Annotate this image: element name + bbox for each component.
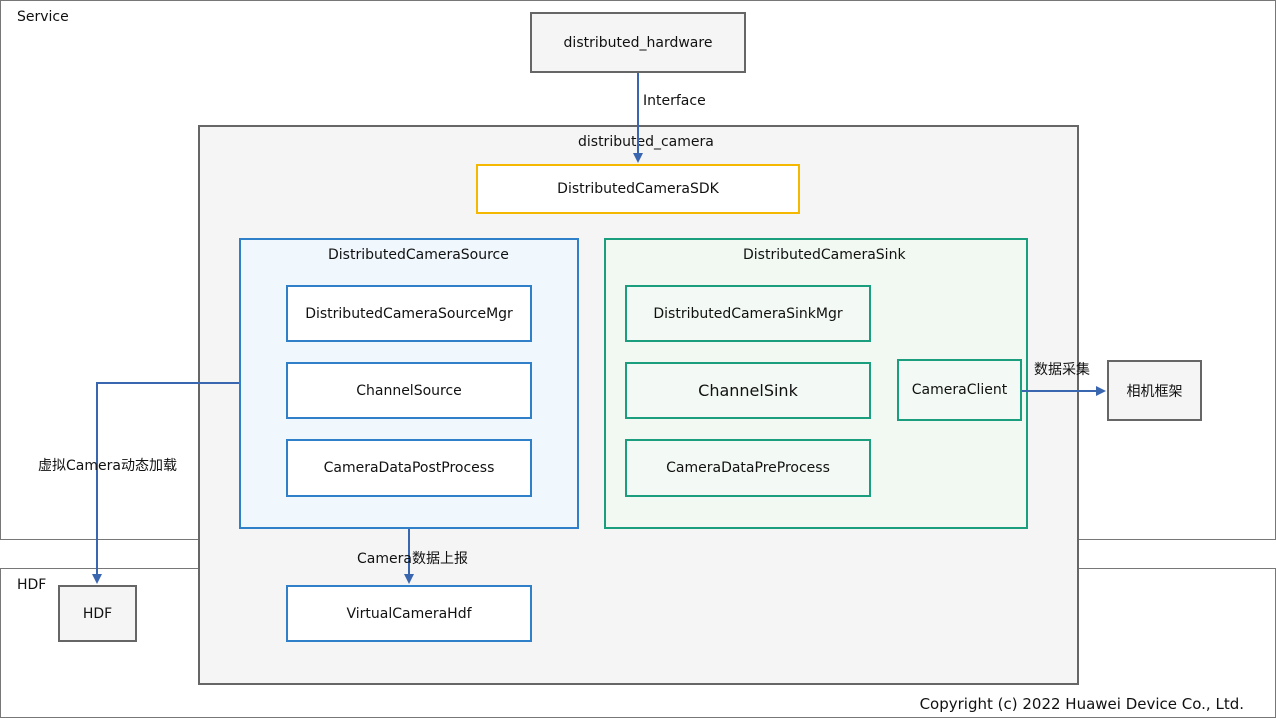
sink-mgr-node: DistributedCameraSinkMgr (625, 285, 871, 342)
source-mgr-node: DistributedCameraSourceMgr (286, 285, 532, 342)
interface-edge-label: Interface (643, 93, 706, 109)
virtual-camera-load-edge-label: 虚拟Camera动态加载 (38, 458, 177, 474)
channel-source-node: ChannelSource (286, 362, 532, 419)
hdf-node: HDF (58, 585, 137, 642)
distributed-hardware-node: distributed_hardware (530, 12, 746, 73)
source-mgr-label: DistributedCameraSourceMgr (305, 305, 513, 322)
channel-sink-label: ChannelSink (698, 381, 798, 400)
hdf-node-label: HDF (82, 605, 113, 622)
distributed-hardware-label: distributed_hardware (563, 34, 713, 51)
data-post-process-label: CameraDataPostProcess (323, 460, 495, 476)
camera-client-label: CameraClient (911, 382, 1008, 398)
data-pre-process-node: CameraDataPreProcess (625, 439, 871, 497)
source-group-label: DistributedCameraSource (328, 247, 509, 263)
hdf-layer-label: HDF (17, 577, 47, 593)
data-post-process-node: CameraDataPostProcess (286, 439, 532, 497)
copyright-text: Copyright (c) 2022 Huawei Device Co., Lt… (919, 695, 1244, 713)
camera-client-node: CameraClient (897, 359, 1022, 421)
sdk-label: DistributedCameraSDK (557, 181, 719, 197)
virtual-camera-hdf-node: VirtualCameraHdf (286, 585, 532, 642)
channel-sink-node: ChannelSink (625, 362, 871, 419)
distributed-camera-label: distributed_camera (578, 134, 714, 150)
channel-source-label: ChannelSource (356, 382, 462, 399)
virtual-camera-hdf-label: VirtualCameraHdf (346, 605, 472, 622)
data-pre-process-label: CameraDataPreProcess (666, 460, 830, 476)
camera-framework-node: 相机框架 (1107, 360, 1202, 421)
camera-framework-label: 相机框架 (1126, 383, 1183, 400)
data-collect-edge-label: 数据采集 (1034, 362, 1090, 378)
sdk-node: DistributedCameraSDK (476, 164, 800, 214)
service-layer-label: Service (17, 9, 69, 25)
camera-data-report-edge-label: Camera数据上报 (357, 551, 468, 567)
sink-group-label: DistributedCameraSink (743, 247, 906, 263)
sink-mgr-label: DistributedCameraSinkMgr (653, 305, 843, 322)
